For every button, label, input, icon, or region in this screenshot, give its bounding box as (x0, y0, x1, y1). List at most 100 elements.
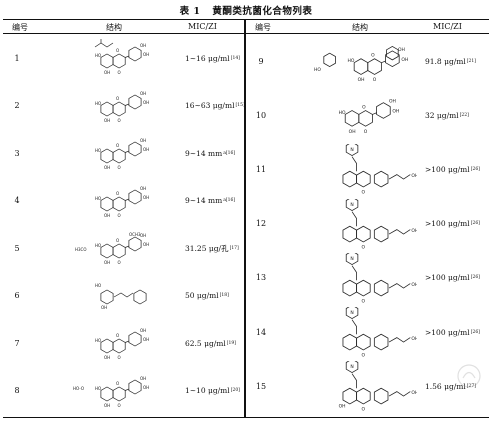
compound-number: 10 (255, 110, 267, 120)
compound-number: 15 (255, 381, 267, 391)
svg-text:OH: OH (143, 147, 149, 152)
chemical-structure-image: NOHOOH (305, 358, 418, 413)
svg-text:O: O (118, 118, 121, 123)
svg-text:O: O (362, 353, 366, 357)
reference-superscript: [19] (226, 340, 237, 346)
svg-text:HO: HO (95, 196, 101, 201)
compound-number: 13 (255, 273, 267, 283)
reference-superscript: [26] (470, 221, 480, 227)
svg-text:OH: OH (143, 337, 149, 342)
svg-text:HO: HO (314, 67, 321, 73)
svg-text:O: O (362, 244, 366, 248)
svg-text:OH: OH (140, 376, 146, 381)
mic-value: 31.25 μg/孔[17] (185, 243, 239, 253)
svg-text:O: O (118, 213, 121, 218)
svg-text:O: O (116, 96, 119, 101)
svg-text:HO: HO (348, 58, 355, 64)
compound-number: 1 (14, 53, 20, 63)
watermark-logo-icon (457, 364, 481, 388)
right-header-no: 编号 (255, 23, 271, 32)
svg-text:HO: HO (95, 386, 101, 391)
compound-number: 6 (14, 291, 20, 300)
mic-value: 50 μg/ml[18] (185, 291, 229, 300)
mic-value: 32 μg/ml[22] (425, 110, 469, 120)
mic-value: >100 μg/ml[26] (425, 273, 480, 283)
compound-number: 12 (255, 219, 267, 229)
table-bottom-rule (3, 417, 489, 419)
table-row: 12 NOHO >100 μg/ml[26] (247, 196, 489, 250)
reference-superscript: [14] (230, 55, 240, 61)
svg-text:O: O (118, 355, 121, 360)
reference-superscript: [22] (459, 112, 469, 118)
table-row: 11NOHO>100 μg/ml[26] (247, 142, 489, 196)
compound-number: 8 (14, 386, 20, 395)
svg-text:O: O (373, 77, 377, 83)
reference-superscript: a[16] (223, 198, 236, 203)
compound-number: 7 (14, 338, 20, 348)
compound-number: 4 (14, 196, 20, 205)
reference-superscript: [26] (470, 329, 480, 335)
svg-text:OH: OH (104, 118, 110, 123)
reference-superscript: [26] (470, 166, 480, 172)
svg-text:HO: HO (95, 283, 101, 288)
table-row: 14NOHO>100 μg/ml[26] (247, 304, 489, 359)
compound-number: 11 (255, 164, 267, 174)
chemical-structure-image: O O HO OH OH OH (65, 131, 165, 175)
compound-number: 9 (258, 56, 264, 66)
svg-text:HO-O: HO-O (73, 386, 84, 391)
mic-value: 16~63 μg/ml[15] (185, 101, 245, 110)
svg-text:OH: OH (392, 109, 399, 115)
svg-text:O: O (116, 333, 119, 338)
reference-superscript: [27] (466, 383, 477, 389)
svg-text:N: N (350, 147, 353, 153)
svg-text:O: O (116, 143, 119, 148)
compound-number: 5 (14, 243, 20, 253)
svg-text:O: O (116, 381, 119, 386)
svg-text:OH: OH (104, 213, 110, 218)
svg-text:O: O (116, 191, 119, 196)
table-column-divider (244, 19, 246, 418)
table-row: 15 NOHOOH 1.56 μg/ml[27] (247, 358, 489, 413)
table-row: 13NOHO>100 μg/ml[26] (247, 250, 489, 304)
mic-value: >100 μg/ml[26] (425, 219, 480, 229)
svg-text:O: O (118, 70, 121, 75)
mic-value: 1.56 μg/ml[27] (425, 381, 477, 391)
svg-text:O: O (118, 165, 121, 170)
svg-text:OH: OH (101, 305, 107, 310)
svg-text:OH: OH (143, 385, 149, 390)
svg-text:OCH3: OCH3 (129, 232, 141, 237)
svg-text:OH: OH (104, 403, 110, 408)
table-caption: 表 1 黄酮类抗菌化合物列表 (0, 3, 492, 17)
left-header-structure: 结构 (106, 23, 122, 32)
svg-text:HO: HO (95, 148, 101, 153)
mic-value: 1~16 μg/ml[14] (185, 53, 240, 63)
mic-value: >100 μg/ml[26] (425, 327, 480, 337)
compound-number: 2 (14, 101, 20, 110)
reference-superscript: [20] (230, 388, 240, 393)
svg-text:OH: OH (140, 138, 146, 143)
mic-value: 1~10 μg/ml[20] (185, 386, 240, 395)
svg-text:OH: OH (104, 165, 110, 170)
svg-text:OH: OH (140, 328, 146, 333)
chemical-structure-image: NOHO (305, 196, 418, 250)
svg-text:HO: HO (339, 110, 346, 116)
right-header-structure: 结构 (352, 23, 368, 32)
svg-text:OH: OH (140, 186, 146, 191)
reference-superscript: [26] (470, 275, 480, 281)
